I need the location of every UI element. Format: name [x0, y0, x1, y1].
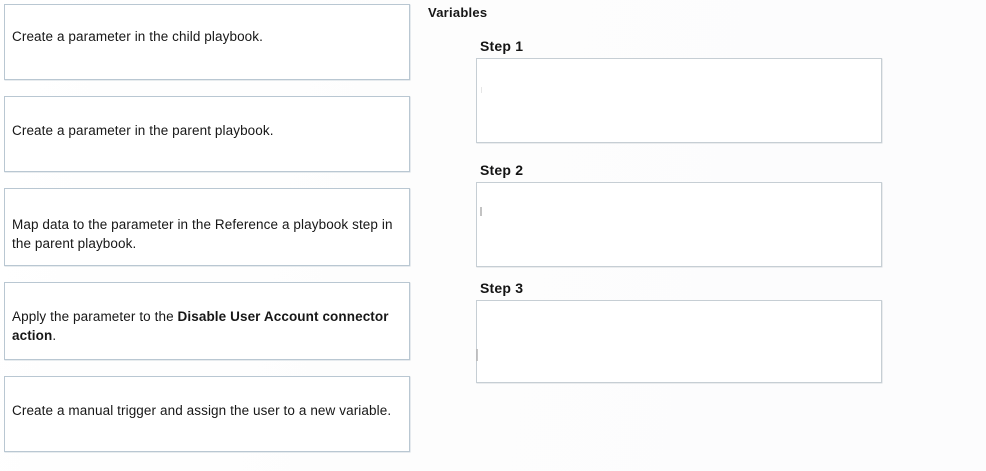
- option-2-text: Create a parameter in the parent playboo…: [12, 123, 274, 138]
- step-2-dropzone[interactable]: [476, 182, 882, 267]
- option-3-text: Map data to the parameter in the Referen…: [12, 217, 393, 251]
- step-3-label: Step 3: [480, 280, 524, 296]
- draggable-option-5[interactable]: Create a manual trigger and assign the u…: [4, 376, 410, 452]
- scan-artifact-mark: [480, 207, 482, 216]
- step-1-label: Step 1: [480, 38, 524, 54]
- draggable-option-2[interactable]: Create a parameter in the parent playboo…: [4, 96, 410, 172]
- step-group-3: Step 3: [476, 280, 882, 383]
- step-3-dropzone[interactable]: [476, 300, 882, 383]
- draggable-option-1[interactable]: Create a parameter in the child playbook…: [4, 4, 410, 80]
- option-4-text-emphasis: Disable User Account connector action: [12, 309, 389, 343]
- step-2-label: Step 2: [480, 162, 524, 178]
- scan-artifact-mark: [476, 349, 478, 361]
- step-group-1: Step 1: [476, 38, 882, 143]
- draggable-option-3[interactable]: Map data to the parameter in the Referen…: [4, 188, 410, 266]
- step-1-dropzone[interactable]: [476, 58, 882, 143]
- draggable-option-4[interactable]: Apply the parameter to the Disable User …: [4, 282, 410, 360]
- variables-heading: Variables: [428, 5, 488, 20]
- option-4-text: Apply the parameter to the Disable User …: [5, 283, 409, 345]
- option-4-text-lead: Apply the parameter to the: [12, 309, 178, 324]
- step-group-2: Step 2: [476, 162, 882, 267]
- option-1-text: Create a parameter in the child playbook…: [12, 29, 263, 44]
- scan-artifact-mark: [481, 87, 482, 93]
- option-4-text-tail: .: [52, 328, 57, 343]
- option-5-text: Create a manual trigger and assign the u…: [12, 403, 392, 418]
